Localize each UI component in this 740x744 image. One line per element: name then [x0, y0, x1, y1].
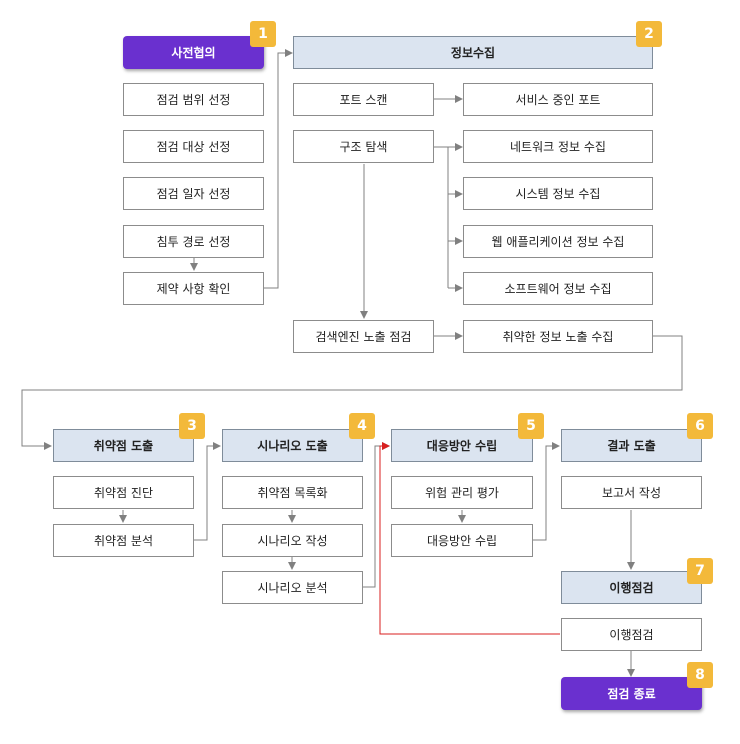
- step-target: 점검 대상 선정: [123, 130, 264, 163]
- step-structure: 구조 탐색: [293, 130, 434, 163]
- step-date: 점검 일자 선정: [123, 177, 264, 210]
- phase-5-title: 대응방안 수립: [391, 429, 533, 462]
- edge-p2-to-p3: [21, 335, 683, 450]
- step-port-scan: 포트 스캔: [293, 83, 434, 116]
- edge-p1-to-p2: [264, 49, 293, 289]
- phase-7-badge: 7: [687, 558, 713, 584]
- step-webapp: 웹 애플리케이션 정보 수집: [463, 225, 653, 258]
- step-system: 시스템 정보 수집: [463, 177, 653, 210]
- step-report: 보고서 작성: [561, 476, 702, 509]
- edge-p4-to-p5: [362, 442, 390, 588]
- phase-3-title: 취약점 도출: [53, 429, 194, 462]
- phase-5-badge: 5: [518, 413, 544, 439]
- step-vuln-info: 취약한 정보 노출 수집: [463, 320, 653, 353]
- step-software: 소프트웨어 정보 수집: [463, 272, 653, 305]
- phase-8-badge: 8: [687, 662, 713, 688]
- step-search-engine: 검색엔진 노출 점검: [293, 320, 434, 353]
- step-risk-eval: 위험 관리 평가: [391, 476, 533, 509]
- phase-4-badge: 4: [349, 413, 375, 439]
- edge-recheck-loop: [379, 442, 560, 635]
- step-vuln-diagnose: 취약점 진단: [53, 476, 194, 509]
- edge-p3-to-p4: [194, 442, 221, 541]
- step-vuln-analyze: 취약점 분석: [53, 524, 194, 557]
- phase-1-badge: 1: [250, 21, 276, 47]
- phase-8-title: 점검 종료: [561, 677, 702, 710]
- phase-6-title: 결과 도출: [561, 429, 702, 462]
- step-recheck: 이행점검: [561, 618, 702, 651]
- phase-3-badge: 3: [179, 413, 205, 439]
- step-constraints: 제약 사항 확인: [123, 272, 264, 305]
- phase-6-badge: 6: [687, 413, 713, 439]
- phase-2-badge: 2: [636, 21, 662, 47]
- step-network: 네트워크 정보 수집: [463, 130, 653, 163]
- phase-1-title: 사전협의: [123, 36, 264, 69]
- step-services: 서비스 중인 포트: [463, 83, 653, 116]
- edge-p5-to-p6: [533, 442, 560, 541]
- phase-4-title: 시나리오 도출: [222, 429, 363, 462]
- step-vuln-list: 취약점 목록화: [222, 476, 363, 509]
- step-scenario-write: 시나리오 작성: [222, 524, 363, 557]
- step-route: 침투 경로 선정: [123, 225, 264, 258]
- step-scenario-analyze: 시나리오 분석: [222, 571, 363, 604]
- step-scope: 점검 범위 선정: [123, 83, 264, 116]
- phase-7-title: 이행점검: [561, 571, 702, 604]
- phase-2-title: 정보수집: [293, 36, 653, 69]
- step-countermeasure: 대응방안 수립: [391, 524, 533, 557]
